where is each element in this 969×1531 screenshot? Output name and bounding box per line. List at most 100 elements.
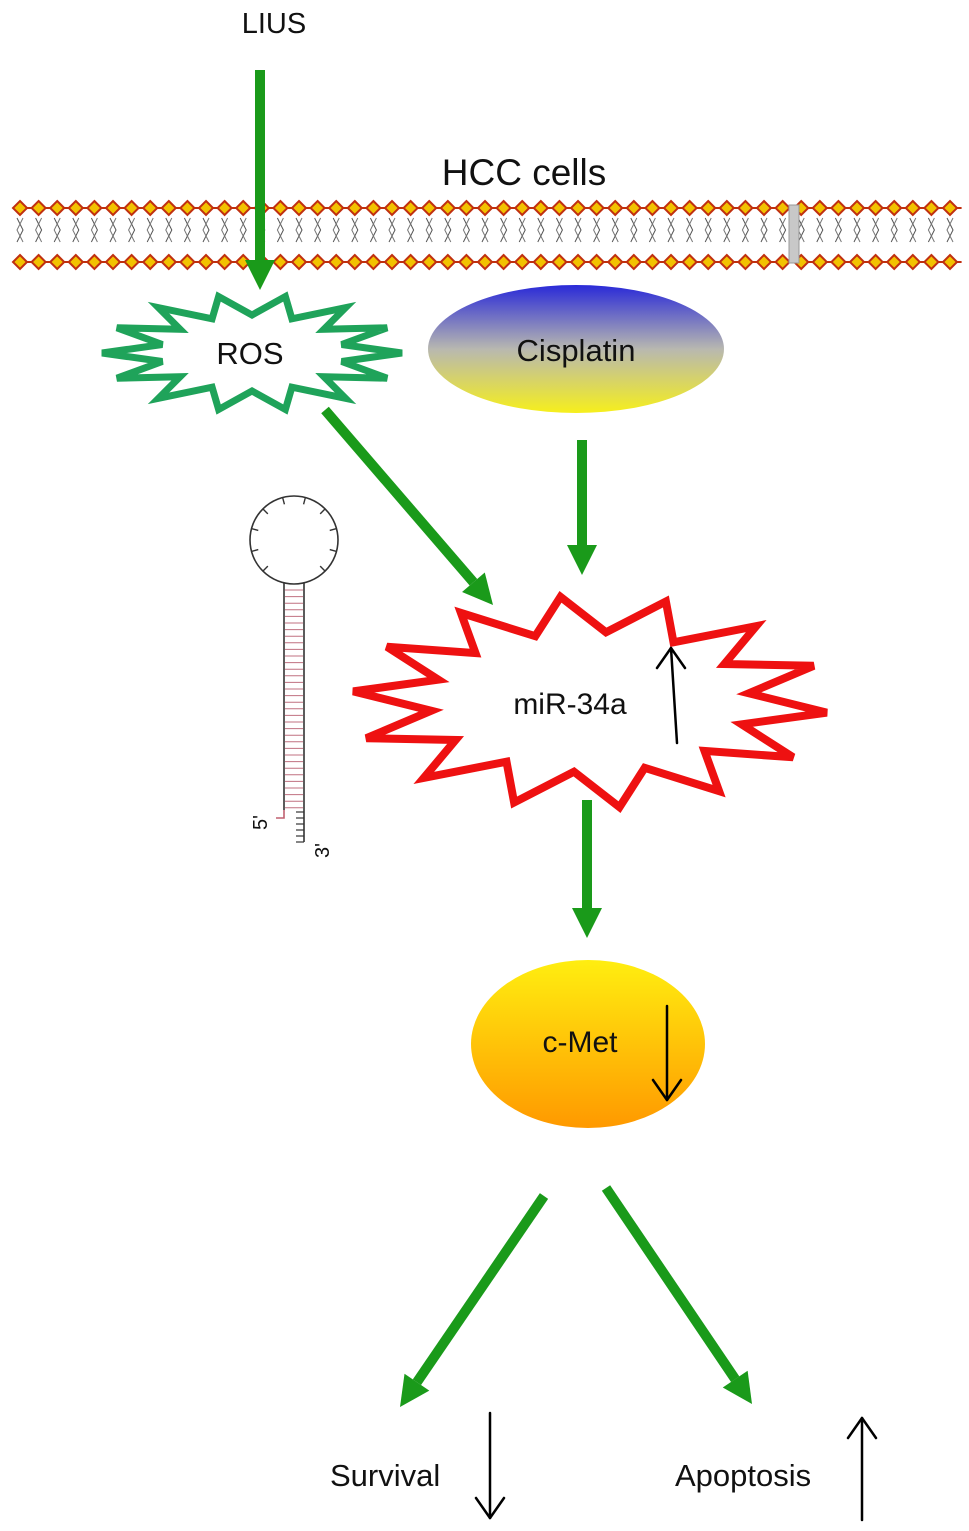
lipid-tail [648, 217, 656, 243]
lipid-tail [165, 217, 173, 243]
mir34a-up-arrow-head [655, 646, 687, 670]
lipid-tail [537, 217, 545, 243]
lipid-head [457, 199, 475, 217]
cmet-label: c-Met [542, 1026, 618, 1059]
ros-to-mir-arrow-head [462, 572, 493, 605]
hcc-cells-label: HCC cells [441, 152, 607, 193]
lipid-head [811, 253, 829, 271]
pathway-arrows [245, 70, 752, 1407]
lipid-tail [35, 217, 43, 243]
lipid-head [420, 253, 438, 271]
lipid-tail [909, 217, 917, 243]
change-indicators [474, 646, 878, 1522]
lipid-head [718, 199, 736, 217]
lipid-tail [834, 217, 842, 243]
cmet-ellipse [471, 960, 705, 1128]
lipid-head [439, 253, 457, 271]
lipid-head [569, 253, 587, 271]
lipid-head [271, 253, 289, 271]
loop-tick [262, 508, 269, 515]
cmet-to-survival-arrow-shaft [412, 1193, 549, 1386]
lipid-tail [574, 217, 582, 243]
survival-label: Survival [330, 1458, 441, 1493]
lius-arrow-head [245, 260, 275, 290]
lipid-head [234, 253, 252, 271]
lipid-tail [16, 217, 24, 243]
cell-membrane [11, 199, 962, 271]
lipid-tail [425, 217, 433, 243]
lipid-head [550, 199, 568, 217]
lipid-tail [481, 217, 489, 243]
mir-to-cmet-arrow-head [572, 908, 602, 938]
lipid-tail [462, 217, 470, 243]
lipid-head [699, 199, 717, 217]
lipid-tail [295, 217, 303, 243]
lipid-head [922, 199, 940, 217]
lipid-tail [35, 217, 43, 243]
loop-tick [319, 508, 326, 515]
lipid-head [30, 253, 48, 271]
ros-to-mir-arrow-shaft [321, 406, 478, 586]
lipid-head [588, 253, 606, 271]
lipid-tail [407, 217, 415, 243]
lipid-tail [946, 217, 954, 243]
lipid-tail [518, 217, 526, 243]
lipid-tail [109, 217, 117, 243]
lipid-tail [667, 217, 675, 243]
lipid-head [439, 199, 457, 217]
lipid-head [476, 199, 494, 217]
lipid-head [197, 199, 215, 217]
lipid-tail [518, 217, 526, 243]
lipid-tail [760, 217, 768, 243]
lipid-tail [537, 217, 545, 243]
lipid-tail [276, 217, 284, 243]
lipid-head [867, 253, 885, 271]
lipid-head [681, 253, 699, 271]
loop-tick [319, 565, 326, 572]
lipid-head [48, 253, 66, 271]
lipid-head [30, 199, 48, 217]
lipid-tail [183, 217, 191, 243]
lipid-head [67, 253, 85, 271]
lipid-tail [351, 217, 359, 243]
lipid-tail [704, 217, 712, 243]
three-prime-label: 3' [312, 843, 334, 858]
lipid-tail [53, 217, 61, 243]
lipid-head [904, 199, 922, 217]
lipid-head [736, 253, 754, 271]
lipid-head [290, 199, 308, 217]
lipid-head [85, 199, 103, 217]
lipid-tail [648, 217, 656, 243]
lipid-tail [779, 217, 787, 243]
lipid-tail [90, 217, 98, 243]
lipid-head [550, 253, 568, 271]
lipid-tail [314, 217, 322, 243]
lipid-head [829, 253, 847, 271]
cisplatin-to-mir-arrow-head [567, 545, 597, 575]
lipid-head [736, 199, 754, 217]
lipid-tail [704, 217, 712, 243]
lipid-tail [221, 217, 229, 243]
lipid-tail [146, 217, 154, 243]
mir34a-label: miR-34a [513, 688, 627, 721]
loop-tick [329, 527, 337, 532]
lipid-tail [723, 217, 731, 243]
loop-tick [329, 548, 337, 553]
hairpin-loop-ticks [251, 497, 337, 572]
lipid-head [681, 199, 699, 217]
lipid-head [606, 199, 624, 217]
lipid-head [160, 253, 178, 271]
lipid-head [588, 199, 606, 217]
lipid-head [513, 199, 531, 217]
lipid-head [402, 199, 420, 217]
lipid-head [606, 253, 624, 271]
lipid-tail [388, 217, 396, 243]
lipid-tail [72, 217, 80, 243]
lipid-head [141, 199, 159, 217]
lipid-head [625, 199, 643, 217]
ros-starburst [101, 291, 403, 415]
lipid-tail [816, 217, 824, 243]
lipid-head [383, 199, 401, 217]
cmet-to-survival-arrow-head [400, 1373, 430, 1407]
